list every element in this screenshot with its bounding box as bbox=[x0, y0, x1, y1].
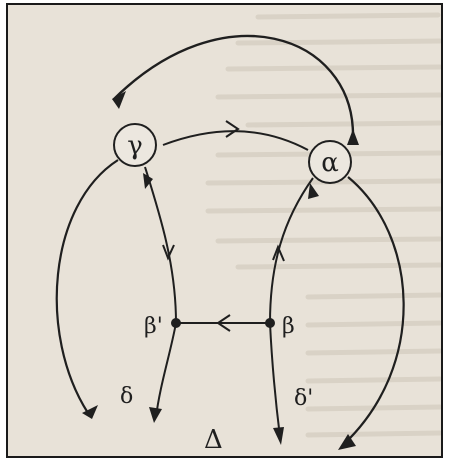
edge-gamma-to-left-bottom bbox=[55, 159, 119, 414]
arrowhead-beta-prime-down bbox=[162, 244, 175, 261]
graph-diagram: γ α bbox=[55, 34, 405, 455]
arrowhead-delta-prime bbox=[273, 427, 284, 445]
arrowhead-gamma-up bbox=[143, 173, 153, 189]
label-delta: δ bbox=[120, 384, 133, 409]
node-gamma bbox=[113, 123, 157, 167]
arrowhead-beta-up bbox=[272, 244, 285, 262]
arrowhead-mid-gamma-alpha bbox=[225, 120, 240, 138]
node-gamma-label: γ bbox=[127, 131, 143, 161]
arrowhead-top-gamma bbox=[112, 91, 126, 109]
node-alpha bbox=[308, 140, 352, 184]
label-beta: β bbox=[282, 314, 295, 339]
node-alpha-label: α bbox=[321, 148, 339, 178]
arrowhead-top-alpha bbox=[347, 129, 359, 145]
arrowhead-delta bbox=[149, 407, 162, 423]
edge-gamma-to-alpha bbox=[162, 130, 309, 151]
edge-gamma-to-beta-prime bbox=[144, 166, 177, 324]
label-big-delta: Δ bbox=[204, 425, 223, 455]
edge-alpha-to-gamma-top bbox=[112, 34, 355, 136]
point-beta bbox=[265, 318, 275, 328]
arrowhead-alpha-down bbox=[308, 183, 319, 199]
edge-beta-to-delta-prime bbox=[269, 322, 281, 438]
edge-alpha-to-right-bottom bbox=[342, 176, 405, 446]
label-delta-prime: δ' bbox=[294, 386, 313, 411]
label-beta-prime: β' bbox=[144, 314, 163, 339]
arrowhead-horizontal bbox=[216, 314, 231, 332]
arrowhead-right-bottom bbox=[338, 434, 356, 450]
edge-beta-prime-to-delta bbox=[155, 322, 177, 418]
edge-alpha-to-beta bbox=[269, 177, 314, 324]
diagram-paper: γ α bbox=[6, 3, 443, 458]
point-beta-prime bbox=[171, 318, 181, 328]
arrowhead-left-bottom bbox=[82, 405, 98, 419]
